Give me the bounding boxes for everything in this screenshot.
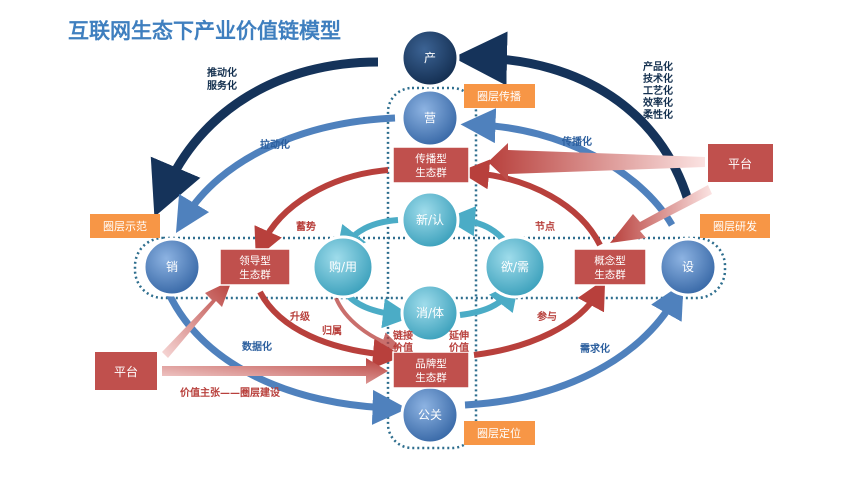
arrow-platform-right-diag — [610, 185, 712, 243]
svg-text:购/用: 购/用 — [329, 259, 357, 274]
svg-text:传播型: 传播型 — [415, 152, 447, 165]
svg-text:公关: 公关 — [418, 408, 442, 422]
svg-text:生态群: 生态群 — [415, 166, 447, 179]
node-gongguan: 公关 — [400, 385, 460, 445]
node-ying: 营 — [400, 88, 460, 148]
label-product: 产品化 — [643, 60, 673, 73]
arrow-gouyong-to-pinpai — [334, 297, 402, 352]
node-chan: 产 — [400, 28, 460, 88]
svg-text:生态群: 生态群 — [415, 371, 447, 384]
label-extend-value-2: 价值 — [449, 341, 469, 354]
node-xiao: 销 — [142, 237, 202, 297]
label-spread: 传播化 — [561, 135, 592, 148]
diagram-title: 互联网生态下产业价值链模型 — [68, 19, 341, 43]
arrow-pull-ying-to-xiao — [175, 114, 396, 233]
box-platform-right: 平台 — [708, 144, 773, 182]
label-extend-value-1: 延伸 — [448, 329, 469, 342]
box-chuanbo-ecosystem: 传播型 生态群 — [392, 146, 470, 184]
label-efficiency: 效率化 — [643, 96, 673, 109]
box-platform-left: 平台 — [95, 352, 157, 390]
label-demand: 需求化 — [580, 342, 610, 355]
svg-text:生态群: 生态群 — [239, 268, 271, 281]
node-xinren: 新/认 — [400, 190, 460, 250]
svg-text:品牌型: 品牌型 — [415, 357, 447, 370]
label-flexible: 柔性化 — [642, 108, 673, 121]
svg-text:圈层传播: 圈层传播 — [477, 89, 521, 103]
arrow-gainian-to-chuanbo — [459, 159, 603, 247]
tag-circle-spread: 圈层传播 — [464, 84, 535, 108]
label-belonging: 归属 — [322, 324, 342, 337]
svg-text:设: 设 — [682, 260, 694, 274]
box-gainian-ecosystem: 概念型 生态群 — [573, 248, 647, 286]
label-tech: 技术化 — [643, 72, 673, 85]
label-upgrade: 升级 — [290, 310, 311, 323]
label-link-value-2: 价值 — [393, 341, 413, 354]
svg-text:圈层定位: 圈层定位 — [477, 426, 521, 440]
tag-circle-demo: 圈层示范 — [90, 214, 160, 238]
tag-circle-position: 圈层定位 — [464, 421, 535, 445]
svg-text:消/体: 消/体 — [416, 306, 444, 320]
svg-text:圈层示范: 圈层示范 — [103, 219, 147, 233]
arrow-chuanbo-to-lingdao — [254, 167, 389, 259]
node-xiaoti: 消/体 — [400, 283, 460, 343]
label-pull: 拉动化 — [260, 138, 290, 151]
svg-text:平台: 平台 — [728, 156, 752, 171]
label-node: 节点 — [535, 220, 555, 233]
svg-text:平台: 平台 — [114, 364, 138, 379]
svg-text:新/认: 新/认 — [416, 212, 444, 227]
svg-text:产: 产 — [424, 51, 436, 65]
node-yuxu: 欲/需 — [483, 235, 547, 299]
label-link-value-1: 链接 — [392, 329, 413, 342]
svg-text:营: 营 — [424, 111, 436, 125]
arrow-pinpai-to-gainian — [473, 278, 606, 358]
box-lingdao-ecosystem: 领导型 生态群 — [219, 248, 291, 286]
arrow-push-chan-to-xiao — [150, 57, 379, 217]
svg-text:欲/需: 欲/需 — [501, 260, 529, 274]
tag-circle-rnd: 圈层研发 — [700, 214, 770, 238]
svg-text:销: 销 — [166, 260, 178, 274]
node-she: 设 — [658, 237, 718, 297]
arrow-platform-left-main — [162, 358, 388, 384]
label-craft: 工艺化 — [643, 84, 673, 97]
node-gouyong: 购/用 — [311, 235, 375, 299]
arrow-platform-right — [488, 143, 705, 181]
label-momentum: 蓄势 — [296, 220, 316, 233]
label-value-proposition: 价值主张——圈层建设 — [180, 386, 280, 399]
svg-text:圈层研发: 圈层研发 — [713, 219, 757, 233]
label-service: 服务化 — [207, 79, 237, 92]
arrow-lingdao-to-pinpai — [257, 290, 403, 369]
svg-text:生态群: 生态群 — [594, 268, 626, 281]
label-data: 数据化 — [242, 340, 272, 353]
label-participate: 参与 — [537, 310, 557, 323]
arrow-gongguan-to-she — [464, 282, 684, 409]
box-pinpai-ecosystem: 品牌型 生态群 — [392, 351, 470, 389]
vertical-dotted-frame — [386, 86, 478, 450]
label-push: 推动化 — [207, 66, 237, 79]
svg-text:领导型: 领导型 — [239, 254, 271, 267]
arrow-xiao-to-gongguan — [161, 283, 408, 425]
arrow-platform-left-diag — [162, 280, 232, 358]
svg-text:概念型: 概念型 — [594, 254, 626, 267]
